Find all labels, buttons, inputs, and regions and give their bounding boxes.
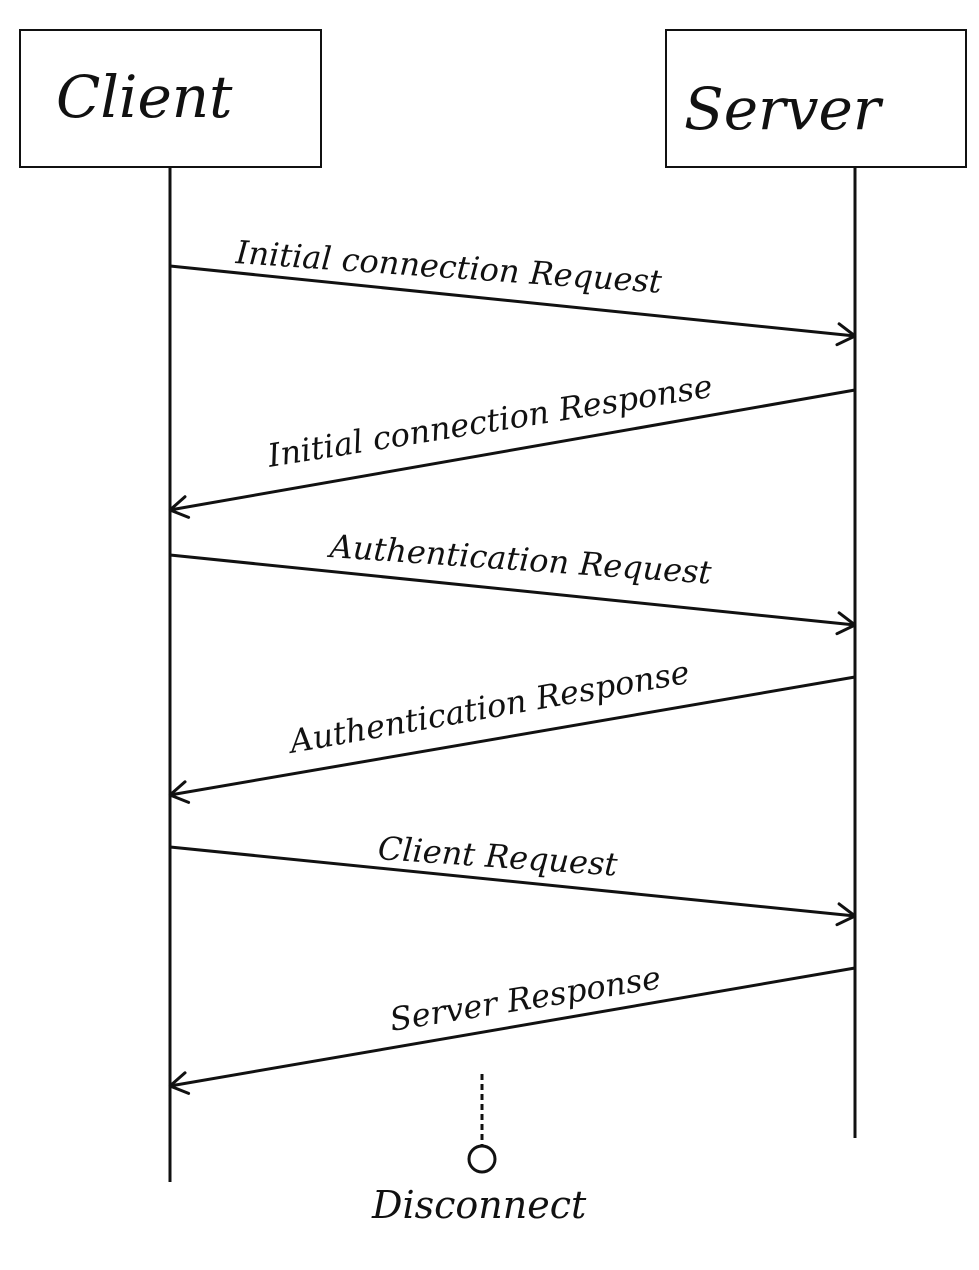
message-arrow-6	[168, 966, 857, 1088]
message-arrow-4	[168, 675, 857, 797]
arrowhead-5	[835, 902, 857, 927]
disconnect-label: Disconnect	[372, 1183, 587, 1227]
message-arrow-5	[168, 845, 857, 918]
client-box	[19, 29, 322, 168]
arrowhead-4	[168, 780, 191, 804]
arrowhead-6	[168, 1071, 191, 1095]
message-arrow-1	[168, 264, 857, 338]
server-label: Server	[684, 75, 881, 143]
disconnect-circle-icon	[467, 1144, 497, 1174]
server-box	[665, 29, 967, 168]
arrowhead-1	[835, 322, 857, 347]
arrowhead-2	[168, 495, 191, 519]
message-arrow-3	[168, 553, 857, 627]
arrowhead-3	[835, 611, 857, 636]
client-label: Client	[56, 63, 233, 131]
message-arrow-2	[168, 388, 857, 512]
